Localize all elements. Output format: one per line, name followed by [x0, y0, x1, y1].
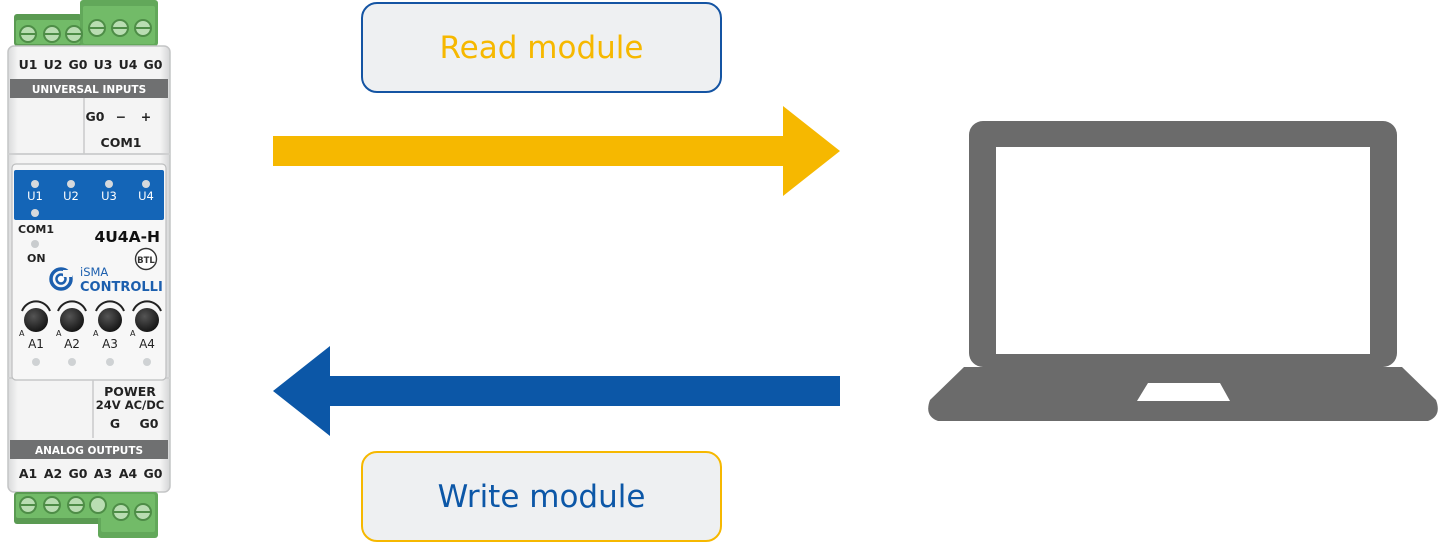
led-panel	[14, 170, 164, 220]
potentiometer-knobs: A A A A A1 A2 A3 A4	[19, 300, 162, 366]
led-label: U3	[101, 189, 117, 203]
bottom-terminal-labels: A1 A2 G0 A3 A4 G0	[19, 466, 163, 481]
analog-outputs-header-bar	[10, 440, 168, 459]
on-led-label: ON	[27, 252, 46, 265]
write-arrow-icon	[273, 346, 840, 436]
terminal-label: A3	[94, 466, 112, 481]
universal-inputs-header-bar	[10, 79, 168, 98]
laptop-icon	[928, 121, 1438, 421]
power-terminal-label: G	[110, 416, 120, 431]
led-label: U4	[138, 189, 154, 203]
knob-marker: A	[56, 329, 62, 338]
terminal-label: G0	[69, 466, 88, 481]
brand-logo-icon	[49, 267, 73, 291]
led-u3	[105, 180, 113, 188]
bottom-terminal-blocks	[14, 492, 158, 538]
com-label: COM1	[101, 135, 142, 150]
certification-badge: BTL	[137, 256, 155, 266]
model-name: 4U4A-H	[94, 228, 160, 246]
knob-icon	[60, 308, 84, 332]
com-terminal-label: +	[141, 109, 151, 124]
knob-marker: A	[19, 329, 25, 338]
knob-marker: A	[93, 329, 99, 338]
com1-led-label: COM1	[18, 223, 54, 236]
led-label: U2	[63, 189, 79, 203]
power-terminal-label: G0	[140, 416, 159, 431]
led-on	[31, 240, 39, 248]
knob-label: A4	[139, 337, 155, 351]
led-u4	[142, 180, 150, 188]
led-u2	[67, 180, 75, 188]
com-terminal-label: G0	[86, 109, 105, 124]
top-terminal-labels: U1 U2 G0 U3 U4 G0	[19, 57, 163, 72]
power-title: POWER	[104, 384, 156, 399]
io-module: U1 U2 G0 U3 U4 G0 UNIVERSAL INPUTS G0 − …	[7, 0, 171, 538]
power-spec: 24V AC/DC	[96, 398, 164, 412]
terminal-label: U1	[19, 57, 38, 72]
certification-badge-icon	[134, 247, 158, 271]
led-com1	[31, 209, 39, 217]
led-label: U1	[27, 189, 43, 203]
led-u1	[31, 180, 39, 188]
knob-icon	[98, 308, 122, 332]
terminal-label: G0	[69, 57, 88, 72]
terminal-label: A4	[119, 466, 138, 481]
terminal-label: U4	[119, 57, 138, 72]
terminal-label: A1	[19, 466, 37, 481]
write-module-label: Write module	[437, 478, 646, 515]
com-terminal-label: −	[116, 109, 126, 124]
terminal-label: G0	[144, 466, 163, 481]
analog-outputs-header: ANALOG OUTPUTS	[35, 445, 143, 457]
top-terminal-blocks	[14, 0, 158, 46]
read-arrow-icon	[273, 106, 840, 196]
terminal-label: U2	[44, 57, 63, 72]
brand-line2: CONTROLLI	[80, 280, 163, 295]
knob-icon	[24, 308, 48, 332]
knob-icon	[135, 308, 159, 332]
terminal-label: G0	[144, 57, 163, 72]
knob-label: A1	[28, 337, 44, 351]
knob-marker: A	[130, 329, 136, 338]
brand-line1: iSMA	[80, 265, 108, 279]
terminal-label: U3	[94, 57, 113, 72]
read-module-label: Read module	[439, 29, 644, 66]
terminal-label: A2	[44, 466, 62, 481]
knob-label: A2	[64, 337, 80, 351]
write-module-label-box: Write module	[361, 451, 722, 542]
knob-label: A3	[102, 337, 118, 351]
read-module-label-box: Read module	[361, 2, 722, 93]
universal-inputs-header: UNIVERSAL INPUTS	[32, 84, 146, 96]
